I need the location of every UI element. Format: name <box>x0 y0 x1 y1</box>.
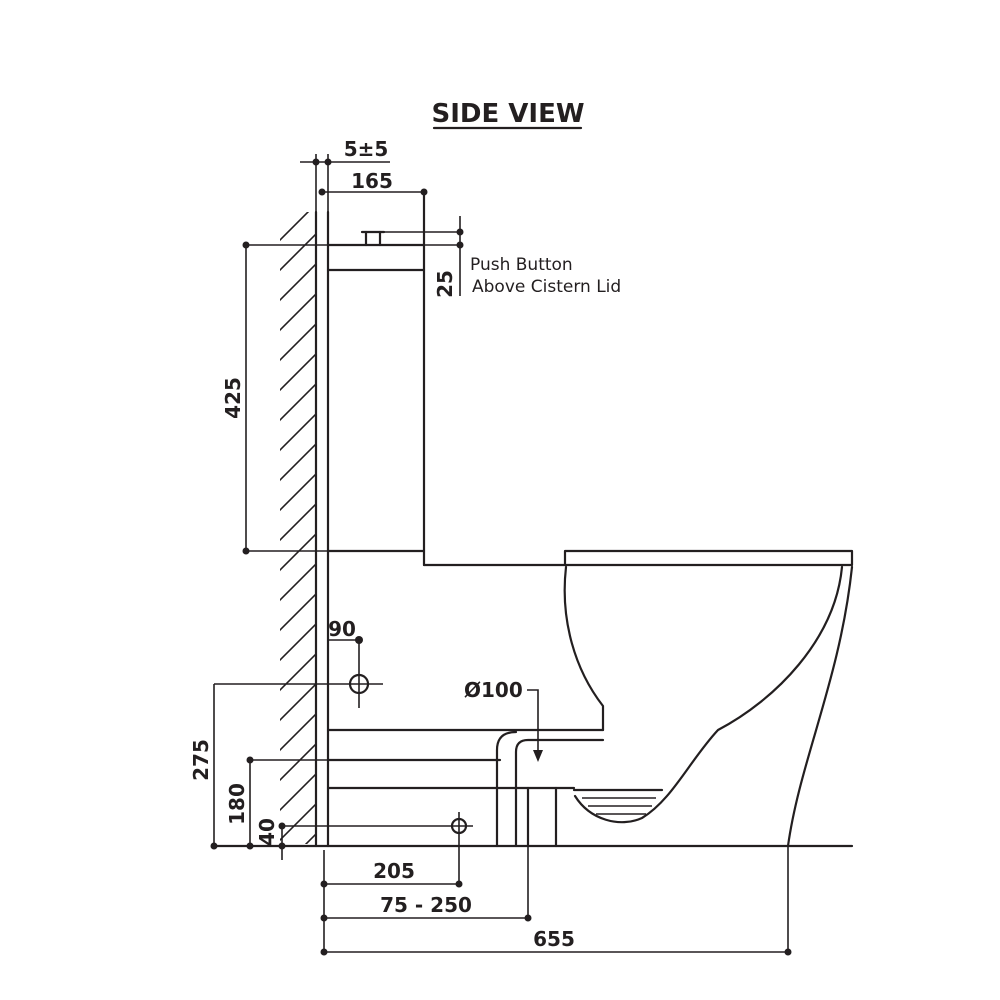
push-button-note-line1: Push Button <box>470 255 573 275</box>
dim-waste-height <box>210 683 335 850</box>
dim-floor-offset <box>278 822 445 860</box>
dim-inlet-offset-label: 90 <box>328 617 356 641</box>
waste-outlet-icon <box>445 812 473 840</box>
water-inlet-icon <box>335 660 383 708</box>
outlet-trap <box>326 728 605 848</box>
cistern <box>326 190 567 848</box>
dim-waste-setout-label: 205 <box>373 859 415 883</box>
push-button-note-line2: Above Cistern Lid <box>472 277 621 297</box>
dim-setout-range-label: 75 - 250 <box>380 893 472 917</box>
dim-overall-depth-label: 655 <box>533 927 575 951</box>
dim-push-button <box>424 216 464 296</box>
drawing-title: SIDE VIEW <box>431 99 584 129</box>
wall-hatching <box>280 210 318 848</box>
dim-cistern-height-label: 425 <box>221 377 245 419</box>
dim-inlet-height-label: 180 <box>225 783 249 825</box>
dim-wall-gap-label: 5±5 <box>344 137 389 161</box>
dim-push-button-label: 25 <box>433 270 457 298</box>
dim-overall-depth <box>320 846 792 956</box>
dim-waste-height-label: 275 <box>189 739 213 781</box>
dim-floor-offset-label: 40 <box>255 818 279 846</box>
dim-setout-range <box>320 846 532 922</box>
dim-outlet-diameter-label: Ø100 <box>464 678 523 702</box>
dim-cistern-depth <box>318 188 428 196</box>
dim-waste-setout <box>320 840 463 952</box>
dim-inlet-height <box>246 756 328 850</box>
dim-cistern-depth-label: 165 <box>351 169 393 193</box>
dim-cistern-height <box>242 241 328 555</box>
outlet-diameter-arrow <box>527 689 543 762</box>
toilet-bowl <box>563 549 854 848</box>
dim-wall-gap <box>300 154 390 212</box>
push-button-icon <box>360 230 460 247</box>
